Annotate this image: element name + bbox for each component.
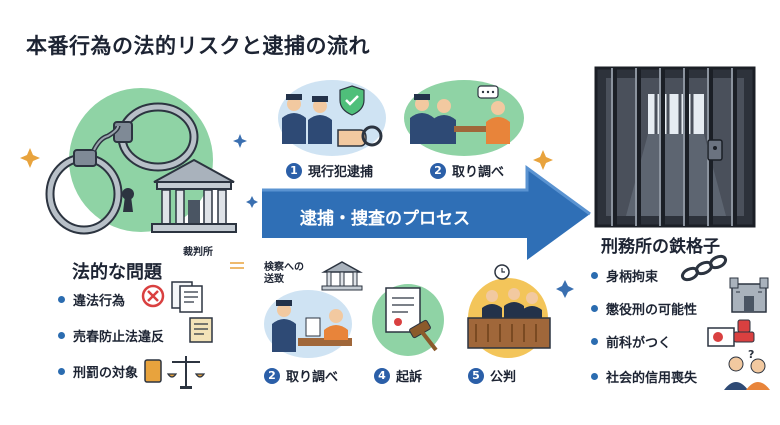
scales-of-justice-icon — [144, 356, 206, 389]
process-arrow-label: 逮捕・捜査のプロセス — [300, 209, 470, 229]
legal-item-2: 売春防止法違反 — [58, 326, 164, 345]
check-shield-icon — [339, 85, 365, 116]
prison-building-icon — [729, 277, 769, 313]
prosecutor-label-line1: 検察への — [264, 262, 304, 273]
sparkle-icon — [533, 150, 553, 170]
consequence-item-1: 身柄拘束 — [591, 266, 658, 285]
sparkle-icon — [246, 196, 258, 208]
courtroom-icon — [467, 264, 551, 349]
legal-issues-heading: 法的な問題 — [72, 262, 162, 283]
sparkle-icon — [233, 134, 247, 148]
consequence-item-2: 懲役刑の可能性 — [591, 299, 697, 318]
criminal-record-stamp-icon — [707, 319, 755, 347]
handcuffed-hand-icon — [337, 125, 383, 147]
consequence-icons: ? — [680, 254, 770, 390]
handcuffs-courthouse-illustration — [45, 88, 237, 235]
indictment-document-gavel-icon — [385, 287, 438, 352]
prosecutor-label-line2: 送致 — [264, 274, 284, 285]
prosecutor-building-icon — [321, 261, 363, 291]
interrogation-icon — [410, 85, 510, 144]
police-officers-icon — [282, 94, 332, 144]
chain-icon — [680, 254, 728, 282]
lost-trust-people-icon: ? — [724, 348, 770, 390]
sparkle-icon — [20, 148, 40, 168]
prohibited-document-icon — [141, 281, 203, 313]
legal-item-1: 違法行為 — [58, 290, 125, 309]
prison-cell-illustration — [594, 66, 756, 228]
prosecution-illustrations — [264, 261, 551, 358]
officer-handover-icon — [272, 300, 352, 352]
arrest-illustrations — [278, 80, 524, 156]
page-title: 本番行為の法的リスクと逮捕の流れ — [26, 34, 370, 58]
process-arrow — [262, 165, 591, 260]
keyhole-icon — [122, 188, 134, 212]
legal-item-icons — [141, 281, 213, 389]
courthouse-icon — [151, 158, 237, 233]
handcuffs-icon — [45, 102, 199, 235]
prison-heading: 刑務所の鉄格子 — [601, 237, 720, 257]
sparkle-icon — [556, 280, 574, 298]
legal-item-3: 刑罰の対象 — [58, 362, 138, 381]
consequence-item-4: 社会的信用喪失 — [591, 367, 697, 386]
scroll-law-icon — [189, 317, 213, 343]
consequence-item-3: 前科がつく — [591, 332, 671, 351]
court-label: 裁判所 — [183, 247, 213, 258]
svg-text:?: ? — [748, 348, 754, 361]
